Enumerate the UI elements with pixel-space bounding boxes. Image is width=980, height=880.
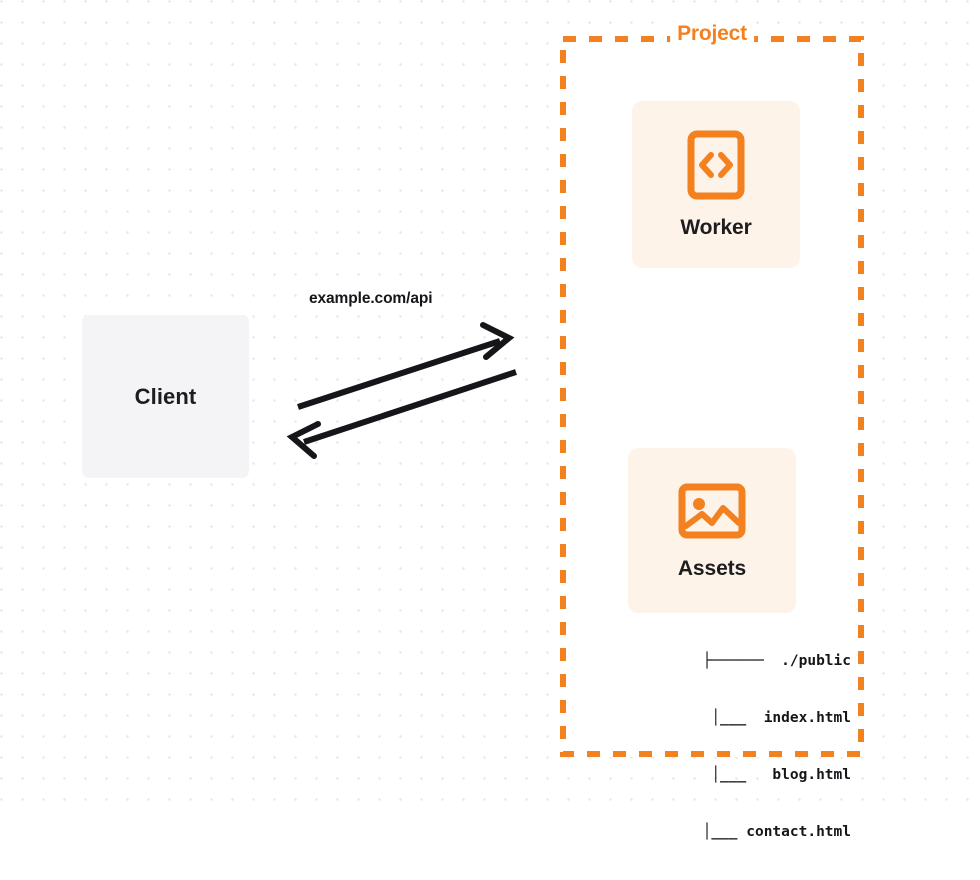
code-brackets-icon	[687, 130, 745, 199]
assets-file-tree: ├────── ./public │___ index.html │___ bl…	[605, 614, 851, 880]
image-photo-icon	[678, 483, 746, 538]
assets-label: Assets	[677, 556, 747, 580]
project-group: Project Worker Assets ├────── ./public │…	[560, 22, 864, 840]
file-tree-line: │___ blog.html	[711, 767, 851, 783]
file-tree-line: │___ index.html	[711, 710, 851, 726]
request-arrow	[297, 322, 515, 410]
worker-label: Worker	[680, 215, 752, 239]
file-tree-line: │___ contact.html	[702, 824, 851, 840]
file-tree-line: ├────── ./public	[702, 653, 851, 669]
project-dashed-border	[560, 36, 864, 757]
project-title: Project	[670, 22, 754, 46]
assets-card[interactable]: Assets	[628, 448, 796, 613]
worker-card[interactable]: Worker	[632, 101, 800, 268]
client-node[interactable]: Client	[82, 315, 249, 478]
response-arrow	[286, 369, 517, 459]
diagram-canvas: Client example.com/api Project Worker	[0, 0, 980, 840]
client-label: Client	[134, 383, 197, 409]
request-url-label: example.com/api	[309, 290, 433, 307]
